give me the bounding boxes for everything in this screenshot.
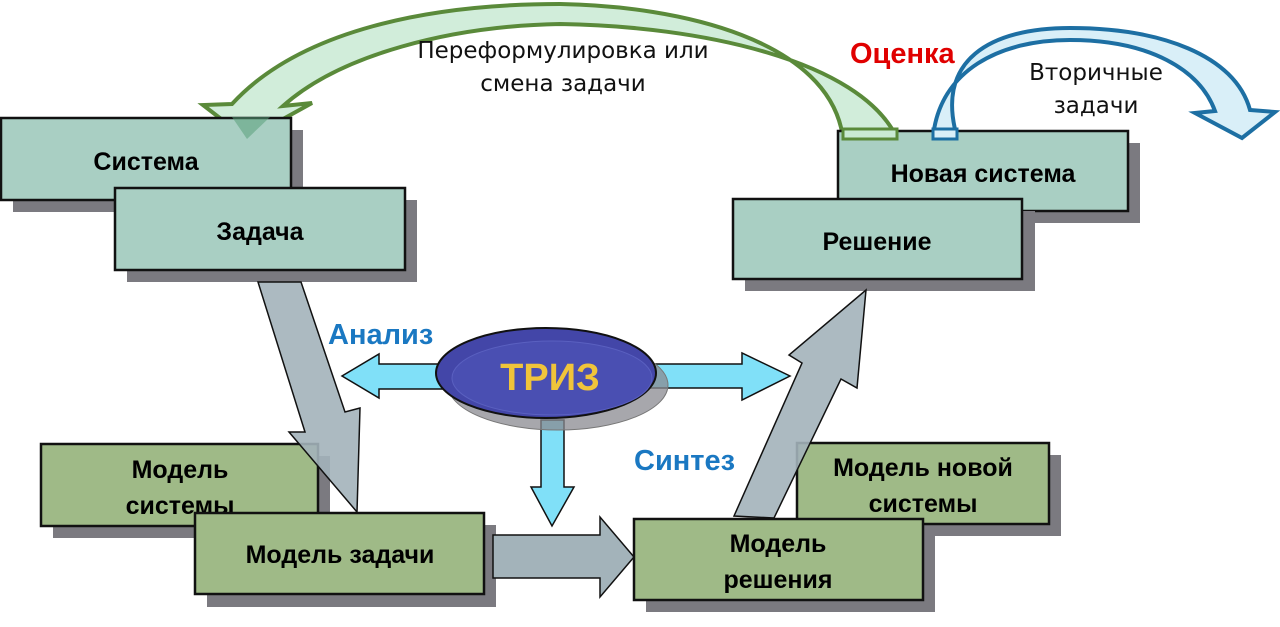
- secondary-tasks-label-2: задачи: [1054, 93, 1139, 119]
- system-model-box-label-1: Модель: [132, 456, 229, 484]
- triz-label: ТРИЗ: [500, 357, 600, 399]
- system-box: Система: [0, 116, 303, 212]
- solution-model-box-label-2: решения: [724, 566, 833, 594]
- new-system-model-box: Модель новой системы: [795, 441, 1061, 536]
- reformulation-label-2: смена задачи: [480, 71, 645, 97]
- secondary-tasks-arrow-shape: [930, 25, 1280, 141]
- new-system-box: Новая система: [836, 129, 1140, 223]
- solution-box: Решение: [731, 197, 1035, 291]
- task-model-box-rect: [193, 511, 486, 596]
- synthesis-label: Синтез: [634, 445, 735, 477]
- new-system-model-box-label-1: Модель новой: [833, 454, 1013, 482]
- task-model-box: Модель задачи: [193, 511, 496, 607]
- task-box: Задача: [113, 186, 417, 282]
- solution-model-box: Модель решения: [632, 517, 935, 612]
- secondary-tasks-arrow: [930, 25, 1280, 141]
- secondary-tasks-arrow-base: [931, 127, 959, 141]
- task-model-box-label: Модель задачи: [246, 541, 435, 569]
- secondary-tasks-label-1: Вторичные: [1029, 60, 1163, 86]
- analysis-left-arrow: [340, 352, 446, 400]
- task-box-label: Задача: [216, 218, 304, 246]
- synthesis-up-arrow: [732, 288, 867, 519]
- solution-box-label: Решение: [822, 228, 931, 256]
- reformulation-label-1: Переформулировка или: [417, 38, 708, 64]
- triz-ellipse-highlight: [451, 340, 653, 416]
- new-system-box-label: Новая система: [891, 160, 1077, 188]
- analysis-down-arrow: [256, 281, 361, 514]
- evaluation-label: Оценка: [850, 38, 956, 70]
- new-system-model-box-label-2: системы: [869, 490, 978, 518]
- solution-model-box-label-1: Модель: [730, 530, 827, 558]
- reformulation-arrow-tip-overlay: [232, 117, 270, 139]
- model-transfer-arrow: [492, 514, 635, 600]
- solution-model-box-rect: [632, 517, 925, 602]
- system-box-label: Система: [93, 148, 199, 176]
- analysis-label: Анализ: [328, 319, 433, 351]
- synthesis-right-arrow: [649, 351, 792, 402]
- new-system-model-box-rect: [795, 441, 1051, 526]
- triz-ellipse: ТРИЗ: [435, 327, 669, 431]
- reformulation-arrow-base: [841, 127, 899, 141]
- task-box-rect: [113, 186, 407, 272]
- solution-box-rect: [731, 197, 1024, 281]
- triz-down-arrow: [529, 419, 576, 528]
